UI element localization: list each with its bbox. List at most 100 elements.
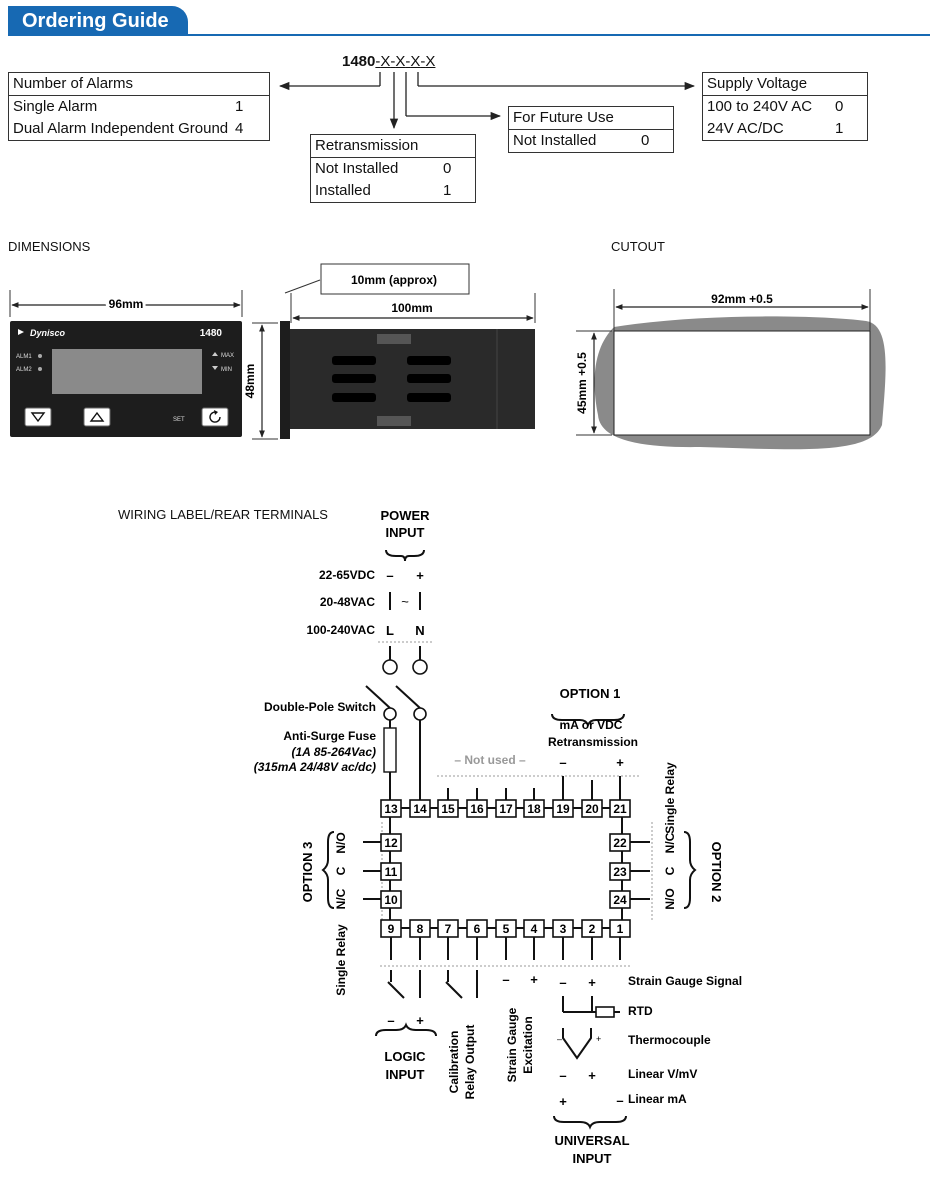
table-title: For Future Use <box>509 107 673 130</box>
fuse-symbol <box>383 727 397 773</box>
set-button[interactable] <box>201 407 229 427</box>
down-arrow-icon <box>30 412 46 423</box>
cutout-width-label: 92mm +0.5 <box>711 292 773 306</box>
option-label: Not Installed <box>513 132 597 149</box>
svg-text:~: ~ <box>401 594 409 609</box>
option1-minus: – <box>559 755 566 770</box>
option2-nc: N/C <box>663 832 677 853</box>
option-value: 1 <box>235 98 244 115</box>
calibration-label-1: Calibration <box>447 1031 461 1094</box>
dimensions-heading: DIMENSIONS <box>8 239 91 254</box>
power-terminal-n <box>412 659 428 675</box>
excitation-minus: – <box>502 972 509 987</box>
linear-ma-plus: + <box>559 1094 567 1109</box>
table-title: Supply Voltage <box>703 73 867 96</box>
option3-brace <box>321 831 335 909</box>
option3-c: C <box>334 866 348 875</box>
terminal-18: 18 <box>527 802 541 816</box>
switch-blade-1 <box>365 685 391 709</box>
linear-ma-label: Linear mA <box>628 1092 687 1106</box>
right-terminals: 22 23 24 <box>609 833 650 909</box>
universal-input-label-1: UNIVERSAL <box>554 1133 629 1148</box>
option-value: 0 <box>835 98 844 115</box>
up-button[interactable] <box>83 407 111 427</box>
cutout-opening <box>613 330 871 436</box>
option1-brace <box>551 713 625 728</box>
cutout-heading: CUTOUT <box>611 239 665 254</box>
model-code: 1480-X-X-X-X <box>342 53 435 70</box>
terminal-block <box>389 807 623 929</box>
logic-input-label-1: LOGIC <box>384 1049 426 1064</box>
option-value: 1 <box>835 120 844 137</box>
terminal-11: 11 <box>385 865 398 879</box>
terminal-21: 21 <box>613 802 627 816</box>
option2-brace <box>683 831 697 909</box>
excitation-plus: + <box>530 972 538 987</box>
option-label: Single Alarm <box>13 98 98 115</box>
option3-label: OPTION 3 <box>300 842 315 903</box>
model-number: 1480 <box>200 328 223 339</box>
option-label: 24V AC/DC <box>707 120 784 137</box>
rtd-label: RTD <box>628 1004 653 1018</box>
rotate-icon <box>209 411 221 423</box>
terminal-1: 1 <box>617 922 624 936</box>
terminal-16: 16 <box>470 802 484 816</box>
down-button[interactable] <box>24 407 52 427</box>
vac-high-label: 100-240VAC <box>307 623 376 637</box>
min-indicator-icon <box>212 366 218 370</box>
terminal-13: 13 <box>384 802 398 816</box>
option-value: 0 <box>641 132 650 149</box>
terminal-17: 17 <box>499 802 513 816</box>
up-arrow-icon <box>89 411 105 422</box>
vac-low-label: 20-48VAC <box>320 595 375 609</box>
model-sep: - <box>375 53 381 70</box>
width-96-label: 96mm <box>109 297 144 311</box>
option-value: 4 <box>235 120 244 137</box>
excitation-label-1: Strain Gauge <box>505 1007 519 1082</box>
tc-minus: – <box>557 1034 562 1044</box>
model-digit: X <box>380 53 391 70</box>
terminal-2: 2 <box>589 922 596 936</box>
terminal-12: 12 <box>384 836 398 850</box>
thermocouple-symbol <box>562 1028 592 1060</box>
table-title: Retransmission <box>311 135 475 158</box>
neutral-label: N <box>415 623 424 638</box>
model-sep: - <box>390 53 396 70</box>
approx-10-label: 10mm (approx) <box>351 273 437 287</box>
fuse-label-1: Anti-Surge Fuse <box>283 729 376 743</box>
linear-v-plus: + <box>588 1068 596 1083</box>
approx-callout <box>320 263 470 295</box>
universal-input-label-2: INPUT <box>573 1151 612 1166</box>
option2-c: C <box>663 866 677 875</box>
excitation-label-2: Excitation <box>521 1016 535 1073</box>
power-input-label-2: INPUT <box>386 525 425 540</box>
terminal-15: 15 <box>441 802 455 816</box>
logic-switch-icon <box>387 981 405 999</box>
option-label: Installed <box>315 182 371 199</box>
option2-label: OPTION 2 <box>709 842 724 903</box>
option-value: 0 <box>443 160 452 177</box>
section-title: Ordering Guide <box>8 6 188 36</box>
not-used-label: – Not used – <box>454 753 526 767</box>
terminal-7: 7 <box>445 922 452 936</box>
left-terminals: 12 11 10 <box>363 833 402 909</box>
rtd-symbol <box>595 1006 615 1018</box>
option-value: 1 <box>443 182 452 199</box>
max-indicator-icon <box>212 352 218 356</box>
signal-minus: – <box>559 975 566 990</box>
option-label: Dual Alarm Independent Ground <box>13 120 229 137</box>
fuse-label-3: (315mA 24/48V ac/dc) <box>254 760 376 774</box>
calibration-switch-icon <box>445 981 463 999</box>
dc-minus: – <box>386 568 393 583</box>
option3-nc: N/C <box>334 888 348 909</box>
double-pole-switch-label: Double-Pole Switch <box>264 700 376 714</box>
logic-plus: + <box>416 1013 424 1028</box>
tc-plus: + <box>596 1034 601 1044</box>
terminal-8: 8 <box>417 922 424 936</box>
linear-v-label: Linear V/mV <box>628 1067 697 1081</box>
model-prefix: 1480 <box>342 53 376 70</box>
line-label: L <box>386 623 394 638</box>
signal-plus: + <box>588 975 596 990</box>
min-label: MIN <box>221 367 232 373</box>
